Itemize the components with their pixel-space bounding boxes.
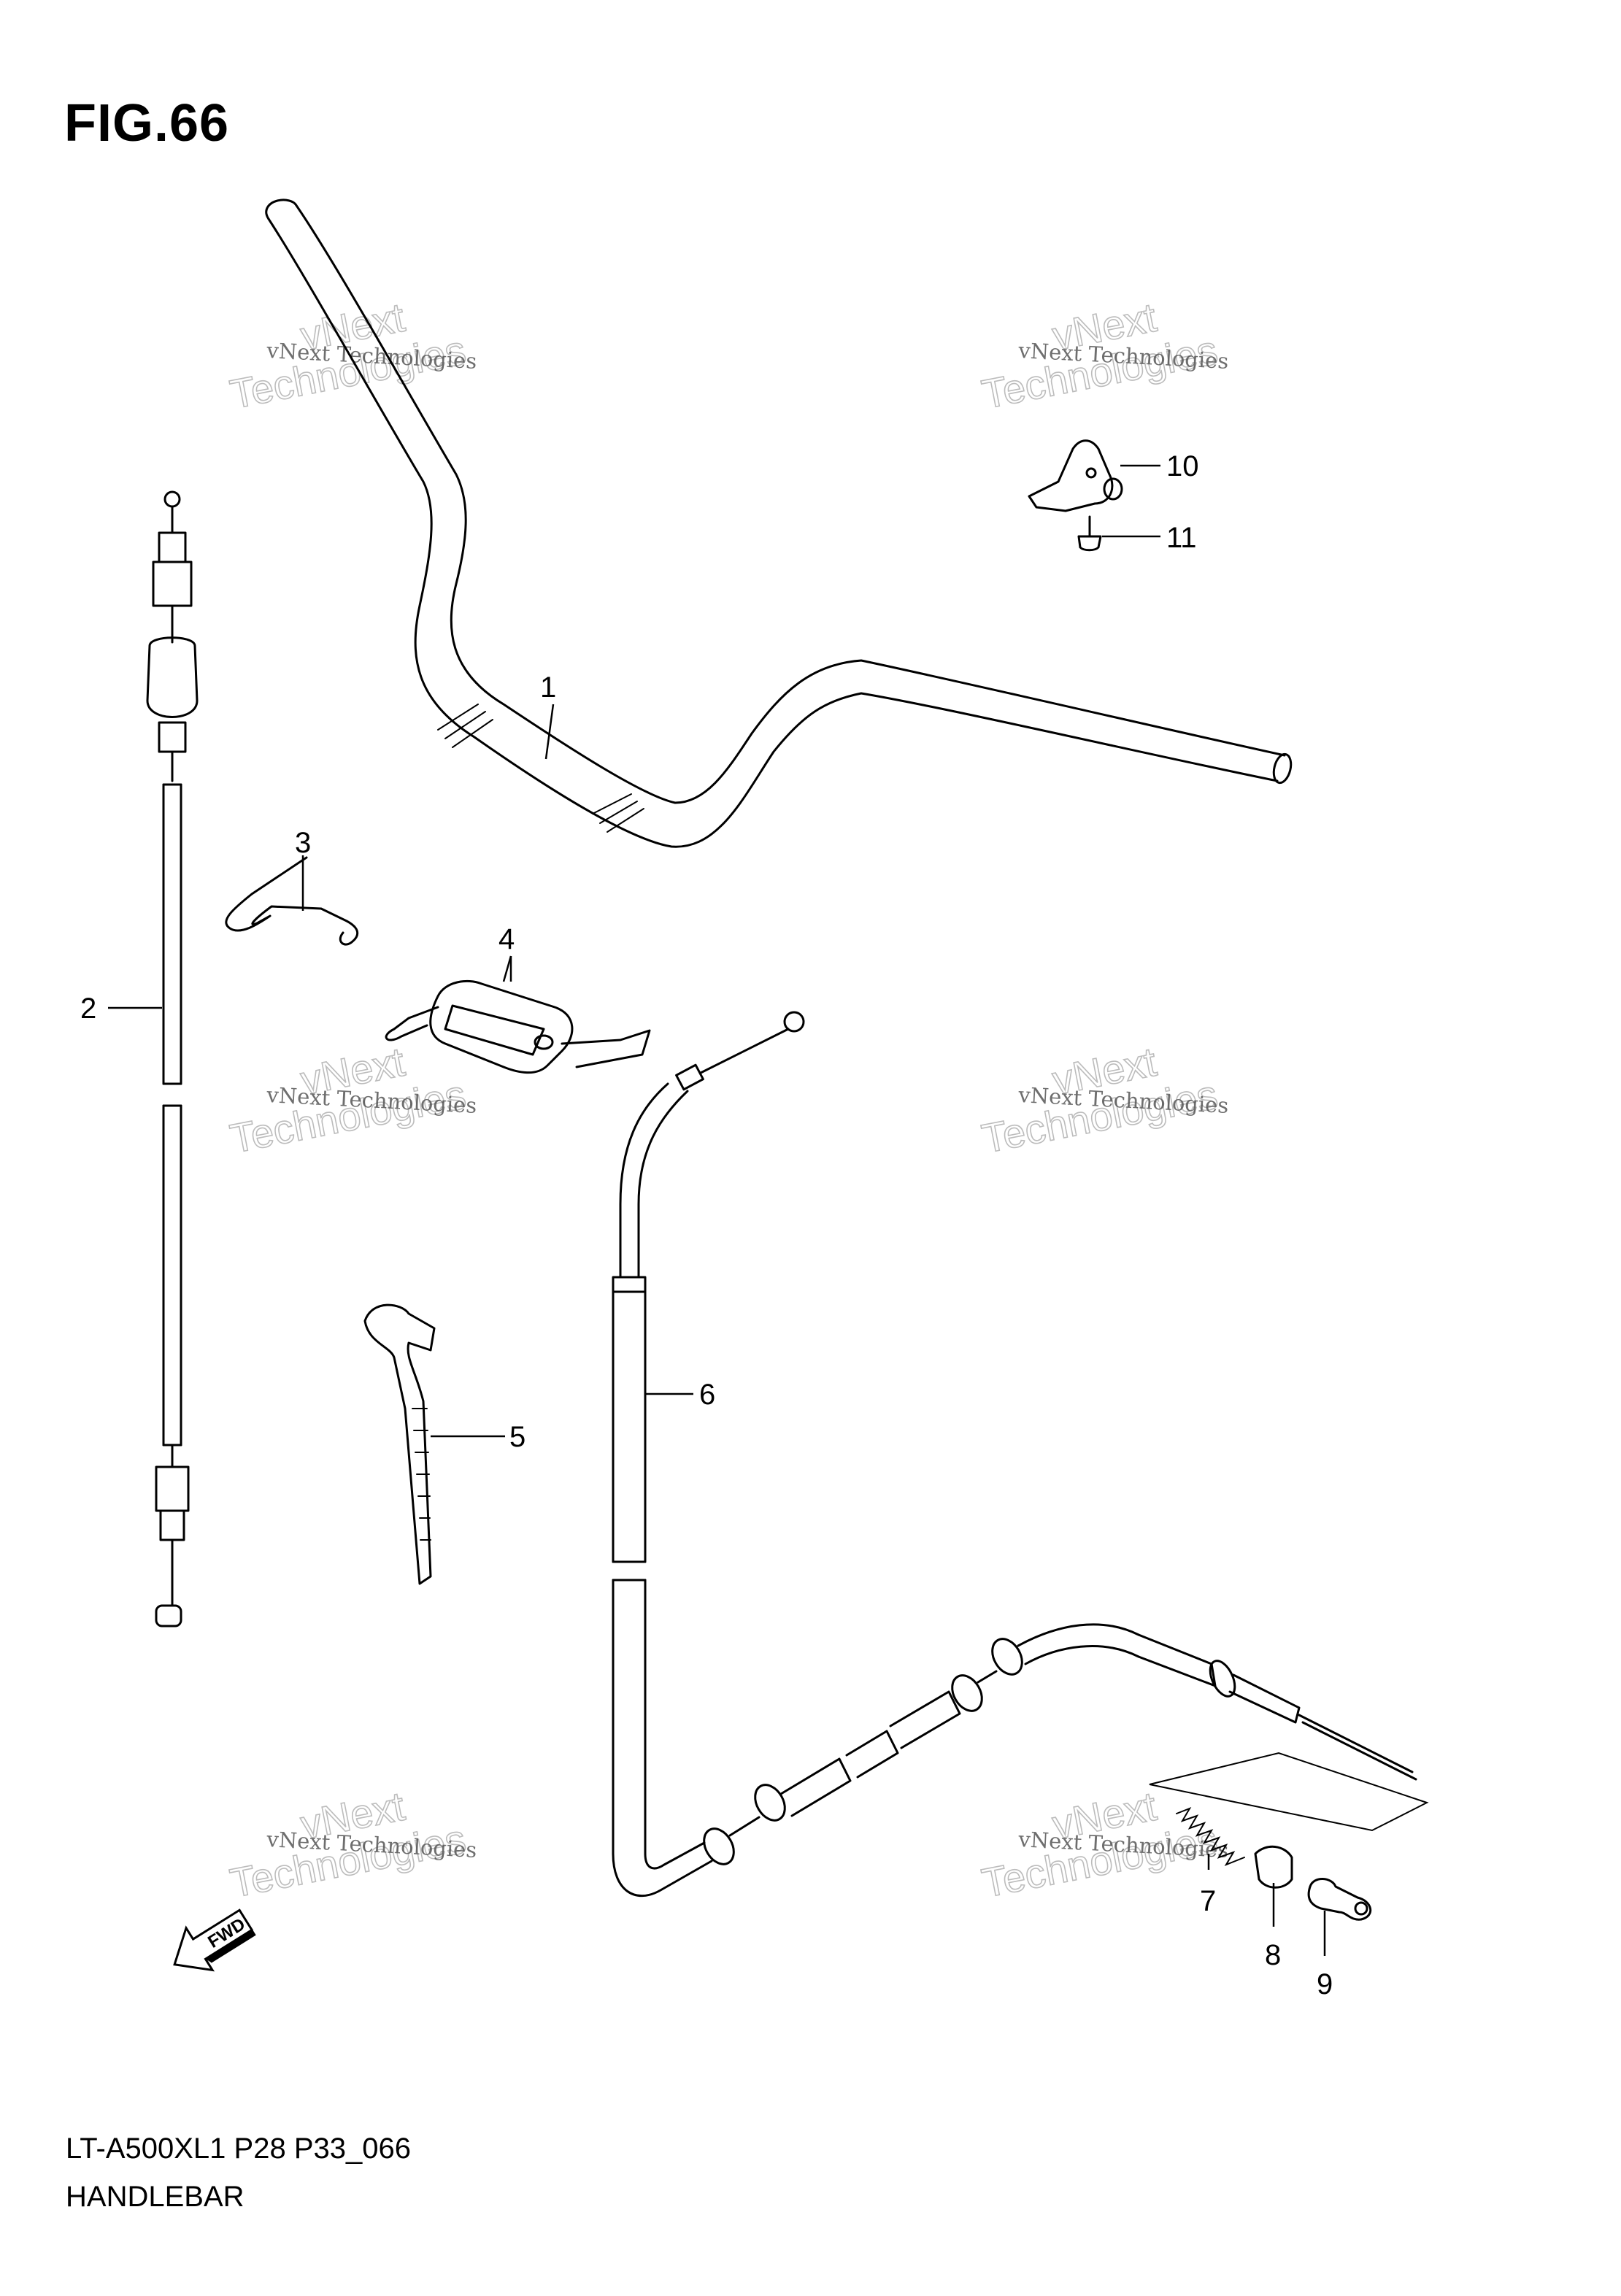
part-1-handlebar bbox=[265, 199, 1293, 848]
part-2-cable bbox=[146, 490, 199, 1627]
part-6-cable bbox=[612, 1011, 1417, 1898]
callout-3: 3 bbox=[295, 827, 311, 859]
part-7-spring bbox=[1176, 1807, 1245, 1867]
callout-11: 11 bbox=[1166, 522, 1197, 554]
part-9-cable-end bbox=[1307, 1878, 1371, 1921]
callout-6: 6 bbox=[699, 1379, 715, 1411]
callout-10: 10 bbox=[1166, 450, 1199, 482]
part-5-cable-tie bbox=[363, 1303, 436, 1585]
section-name: HANDLEBAR bbox=[66, 2181, 245, 2213]
leader-lines bbox=[108, 464, 1326, 1956]
part-10-lever-clip bbox=[1028, 439, 1123, 512]
callout-4: 4 bbox=[498, 923, 515, 955]
forward-arrow-icon: FWD bbox=[173, 1908, 256, 1972]
leader-4b bbox=[502, 955, 512, 982]
callout-1: 1 bbox=[540, 671, 556, 704]
callout-9: 9 bbox=[1317, 1968, 1333, 2000]
part-3-clip bbox=[225, 856, 359, 946]
fig-title: FIG.66 bbox=[64, 94, 230, 153]
part-8-collar bbox=[1254, 1845, 1293, 1889]
model-code: LT-A500XL1 P28 P33_066 bbox=[66, 2133, 411, 2165]
callout-2: 2 bbox=[80, 993, 96, 1025]
callout-5: 5 bbox=[509, 1421, 525, 1453]
watermark-top-right: vNext Technologies bbox=[977, 293, 1222, 418]
callout-8: 8 bbox=[1265, 1939, 1281, 1971]
callout-7: 7 bbox=[1200, 1885, 1216, 1917]
callout-labels: 1 2 3 4 5 6 7 8 9 10 11 bbox=[80, 450, 1333, 2000]
watermark-group: vNext Technologies vNext Technologies vN… bbox=[226, 293, 1229, 1907]
part-4-bracket bbox=[385, 979, 651, 1074]
part-11-screw bbox=[1077, 515, 1102, 552]
assembly-outline bbox=[1149, 1752, 1429, 1832]
leader-1 bbox=[544, 704, 555, 760]
